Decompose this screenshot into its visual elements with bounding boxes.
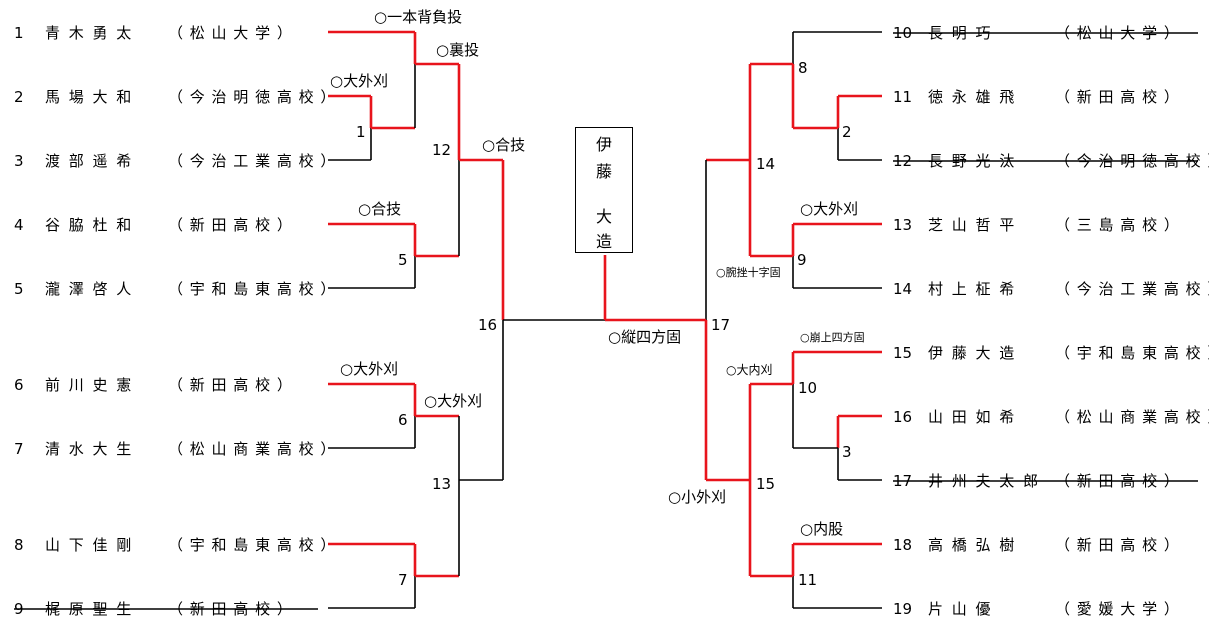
match-number: 17 [711,316,730,334]
player-name: 瀧 澤 啓 人 [45,280,133,298]
champion-char: 造 [595,232,612,251]
player-name: 山 下 佳 剛 [45,536,133,554]
player-school: （ 宇 和 島 東 高 校 ） [168,536,336,554]
player-number: 3 [14,152,24,170]
player-number: 16 [893,408,912,426]
player-name: 伊 藤 大 造 [928,344,1016,362]
player-name: 梶 原 聖 生 [45,600,133,618]
champion-char: 藤 [595,162,612,181]
match-number: 12 [432,141,451,159]
player-name: 馬 場 大 和 [45,88,133,106]
player-name: 片 山 優 [928,600,993,618]
player-number: 6 [14,376,24,394]
player-school: （ 松 山 大 学 ） [1055,24,1180,42]
player-school: （ 松 山 商 業 高 校 ） [168,440,336,458]
technique-label: ○大外刈 [330,72,388,90]
player-number: 2 [14,88,24,106]
champion-char: 大 [595,207,612,226]
player-name: 長 明 巧 [928,24,993,42]
match-number: 8 [798,59,808,77]
player-name: 徳 永 雄 飛 [928,88,1016,106]
player-number: 18 [893,536,912,554]
player-number: 7 [14,440,24,458]
player-school: （ 新 田 高 校 ） [1055,472,1180,490]
player-name: 前 川 史 憲 [45,376,133,394]
match-number: 6 [398,411,408,429]
player-school: （ 新 田 高 校 ） [1055,536,1180,554]
player-school: （ 三 島 高 校 ） [1055,216,1180,234]
match-number: 16 [478,316,497,334]
player-name: 青 木 勇 太 [45,24,133,42]
technique-label: ○大外刈 [424,392,482,410]
player-school: （ 新 田 高 校 ） [168,376,293,394]
player-number: 1 [14,24,24,42]
match-number: 7 [398,571,408,589]
technique-label: ○腕挫十字固 [716,265,781,279]
player-school: （ 今 治 明 徳 高 校 ） [1055,152,1209,170]
player-school: （ 新 田 高 校 ） [168,600,293,618]
player-number: 8 [14,536,24,554]
player-name: 谷 脇 杜 和 [45,216,133,234]
match-number: 14 [756,155,775,173]
player-school: （ 今 治 工 業 高 校 ） [168,152,336,170]
player-number: 12 [893,152,912,170]
player-number: 11 [893,88,912,106]
technique-label: ○小外刈 [668,488,726,506]
player-school: （ 松 山 商 業 高 校 ） [1055,408,1209,426]
match-number: 1 [356,123,366,141]
player-school: （ 新 田 高 校 ） [168,216,293,234]
player-school: （ 松 山 大 学 ） [168,24,293,42]
champion-box: 伊 藤 大 造 [575,127,633,253]
player-number: 5 [14,280,24,298]
match-number: 3 [842,443,852,461]
player-school: （ 愛 媛 大 学 ） [1055,600,1180,618]
technique-label: ○合技 [358,200,401,218]
bracket-labels: 1 青 木 勇 太 （ 松 山 大 学 ） 2 馬 場 大 和 （ 今 治 明 徳 高 校… [14,8,1209,618]
match-number: 11 [798,571,817,589]
match-number: 9 [797,251,807,269]
player-number: 14 [893,280,912,298]
player-number: 19 [893,600,912,618]
player-name: 村 上 柾 希 [928,280,1016,298]
player-number: 9 [14,600,24,618]
champion-char: 伊 [595,135,612,154]
technique-label: ○大内刈 [726,363,772,377]
player-school: （ 宇 和 島 東 高 校 ） [1055,344,1209,362]
match-number: 2 [842,123,852,141]
player-name: 芝 山 哲 平 [928,216,1016,234]
player-number: 4 [14,216,24,234]
technique-label: ○裏投 [436,41,479,59]
player-school: （ 今 治 工 業 高 校 ） [1055,280,1209,298]
match-number: 5 [398,251,408,269]
technique-label: ○内股 [800,520,843,538]
match-number: 15 [756,475,775,493]
match-number: 13 [432,475,451,493]
bracket-lines [14,30,1198,610]
player-name: 清 水 大 生 [45,440,133,458]
match-number: 10 [798,379,817,397]
player-name: 山 田 如 希 [928,408,1016,426]
player-number: 10 [893,24,912,42]
player-school: （ 今 治 明 徳 高 校 ） [168,88,336,106]
technique-label: ○縦四方固 [608,328,681,346]
player-school: （ 宇 和 島 東 高 校 ） [168,280,336,298]
player-name: 高 橋 弘 樹 [928,536,1016,554]
player-name: 長 野 光 汰 [928,152,1016,170]
technique-label: ○大外刈 [800,200,858,218]
technique-label: ○一本背負投 [374,8,462,26]
player-number: 17 [893,472,912,490]
player-school: （ 新 田 高 校 ） [1055,88,1180,106]
player-number: 15 [893,344,912,362]
player-name: 渡 部 遥 希 [45,152,133,170]
player-name: 井 州 夫 太 郎 [928,472,1040,490]
technique-label: ○合技 [482,136,525,154]
technique-label: ○大外刈 [340,360,398,378]
player-number: 13 [893,216,912,234]
technique-label: ○崩上四方固 [800,330,865,344]
